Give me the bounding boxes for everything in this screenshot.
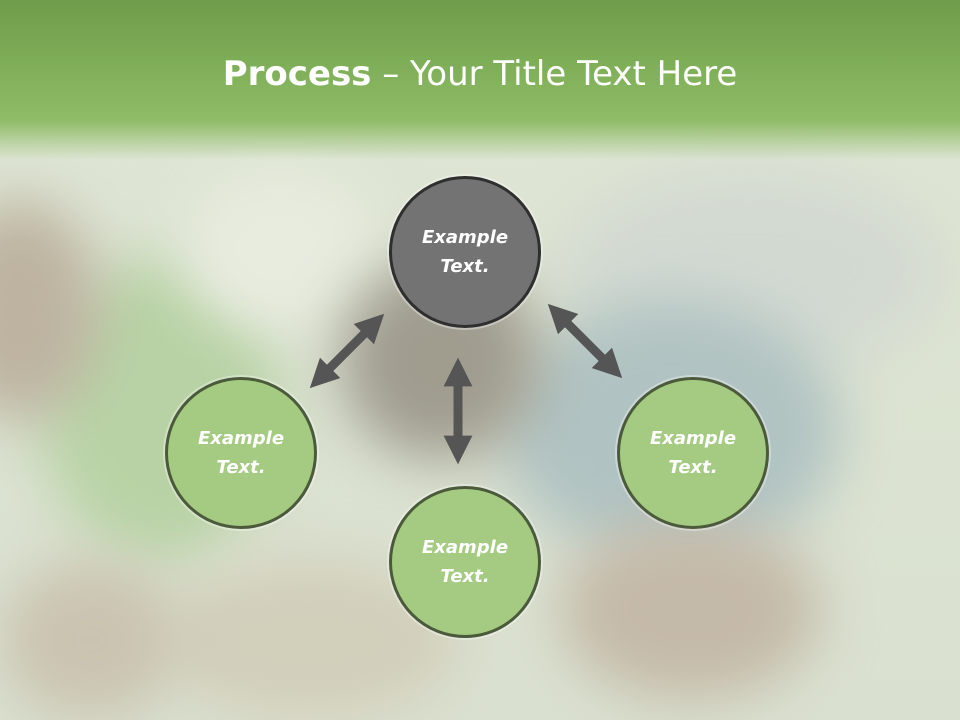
title-bar bbox=[0, 0, 960, 160]
title-bold: Process bbox=[222, 54, 372, 94]
double-headed-arrow-icon bbox=[547, 303, 623, 379]
node-label: Example Text. bbox=[197, 428, 285, 478]
node-label: Example Text. bbox=[649, 428, 737, 478]
title-rest: – Your Title Text Here bbox=[371, 54, 738, 94]
process-node-bottom[interactable]: Example Text. bbox=[389, 486, 541, 638]
slide-title: Process – Your Title Text Here bbox=[0, 52, 960, 96]
process-node-left[interactable]: Example Text. bbox=[165, 377, 317, 529]
node-label: Example Text. bbox=[421, 227, 509, 277]
double-headed-arrow-icon bbox=[309, 313, 385, 389]
node-label: Example Text. bbox=[421, 537, 509, 587]
process-node-right[interactable]: Example Text. bbox=[617, 377, 769, 529]
process-node-top[interactable]: Example Text. bbox=[389, 176, 541, 328]
